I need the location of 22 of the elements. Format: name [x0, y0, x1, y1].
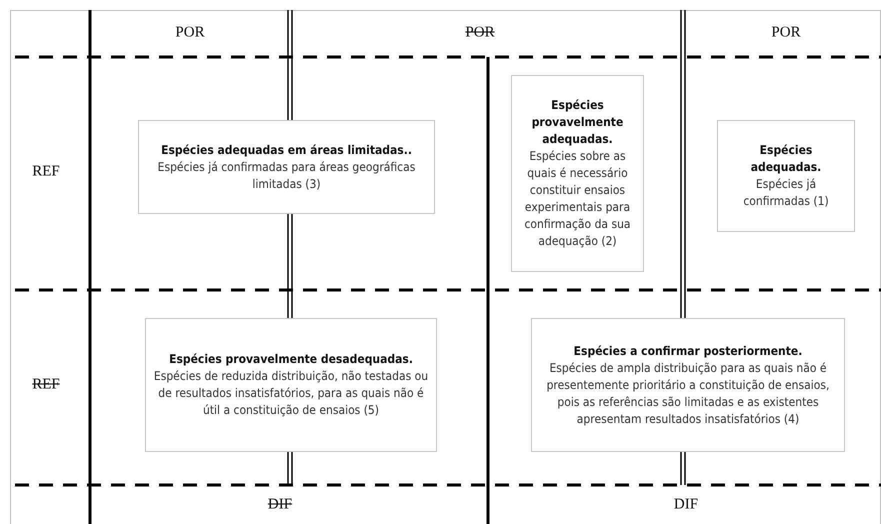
category-box: [138, 120, 435, 214]
box-description: Espécies sobre as quais é necessário constituir ensaios experimentais para confirmação da sua adequação (2): [523, 148, 632, 250]
category-box: [145, 318, 437, 452]
category-box: [511, 75, 644, 272]
box-description: Espécies já confirmadas (1): [742, 176, 830, 210]
category-box: [531, 318, 845, 452]
box-heading: Espécies adequadas em áreas limitadas..: [161, 142, 412, 158]
box-description: Espécies de reduzida distribuição, não testadas ou de resultados insatisfatórios, para as quais não é útil a constituição de ensaios (5): [152, 368, 430, 419]
axis-label: POR: [175, 24, 205, 42]
axis-label: POR: [465, 24, 495, 42]
axis-label: DIF: [674, 496, 698, 514]
axis-label: REF: [32, 376, 60, 394]
category-box: [717, 120, 855, 232]
axis-label: POR: [771, 24, 801, 42]
box-heading: Espécies provavelmente desadequadas.: [169, 351, 413, 368]
box-heading: Espécies adequadas.: [750, 142, 822, 176]
axis-label: DIF: [268, 496, 292, 514]
box-description: Espécies já confirmadas para áreas geográficas limitadas (3): [156, 158, 416, 192]
box-description: Espécies de ampla distribuição para as quais não é presentemente prioritário a constituição de ensaios, pois as referências são limitadas e as existentes apresentam resultados insatisfatórios (4): [546, 360, 830, 428]
box-heading: Espécies provavelmente adequadas.: [530, 97, 624, 148]
box-heading: Espécies a confirmar posteriormente.: [574, 342, 802, 360]
axis-label: REF: [32, 164, 60, 180]
